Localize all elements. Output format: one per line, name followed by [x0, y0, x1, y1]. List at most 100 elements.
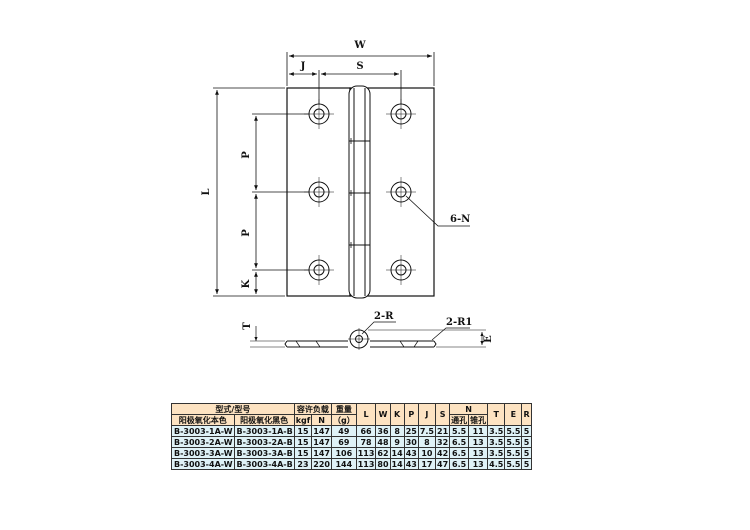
- cell-p: 30: [403, 436, 419, 448]
- subheader-through-hole: 通孔: [449, 414, 470, 426]
- leader-2-r: [361, 321, 396, 335]
- cell-l: 66: [355, 425, 377, 437]
- cell-j: 8: [417, 436, 437, 448]
- leader-6-n: [405, 195, 470, 227]
- label-holes: 6-N: [450, 214, 470, 225]
- cell-g: 144: [330, 458, 357, 470]
- cell-t: 3.5: [487, 436, 506, 448]
- header-t: T: [487, 403, 506, 426]
- cell-l: 113: [355, 458, 377, 470]
- cell-t: 3.5: [487, 425, 506, 437]
- header-s: S: [434, 403, 451, 426]
- label-p-upper: P: [241, 151, 252, 159]
- cell-g: 106: [330, 447, 357, 459]
- label-w: W: [353, 40, 366, 51]
- cell-black: B-3003-1A-B: [233, 425, 295, 437]
- hinge-knuckle: [348, 85, 371, 299]
- cell-kgf: 23: [293, 458, 313, 470]
- header-load: 容许负载: [293, 403, 332, 415]
- cell-black: B-3003-4A-B: [233, 458, 295, 470]
- cell-e: 5.5: [504, 447, 523, 459]
- cell-w: 48: [375, 436, 391, 448]
- subheader-g-unit: （g）: [330, 414, 357, 426]
- subheader-black: 阳极氧化黑色: [233, 414, 295, 426]
- cell-black: B-3003-2A-B: [233, 436, 295, 448]
- cell-n: 220: [311, 458, 332, 470]
- header-e: E: [504, 403, 523, 426]
- cell-w: 80: [375, 458, 391, 470]
- label-l: L: [201, 188, 212, 195]
- cell-w: 62: [375, 447, 391, 459]
- cell-k: 8: [389, 425, 405, 437]
- cell-natural: B-3003-4A-W: [171, 458, 235, 470]
- header-w: W: [375, 403, 391, 426]
- hole-mid-right: [386, 177, 416, 207]
- cell-kgf: 15: [293, 425, 313, 437]
- cell-e: 5.5: [504, 458, 523, 470]
- header-k: K: [389, 403, 405, 426]
- cell-w: 36: [375, 425, 391, 437]
- label-s: S: [356, 61, 363, 72]
- label-t: T: [242, 322, 253, 330]
- header-r: R: [521, 403, 532, 426]
- cell-n-counter: 13: [468, 436, 489, 448]
- cell-s: 21: [434, 425, 451, 437]
- cell-kgf: 15: [293, 447, 313, 459]
- header-model: 型式/型号: [171, 403, 295, 415]
- cell-j: 17: [417, 458, 437, 470]
- header-j: J: [417, 403, 437, 426]
- table-subheader-row: 阳极氧化本色 阳极氧化黑色 kgf N （g） 通孔 锥孔: [171, 414, 532, 426]
- cell-n-through: 6.5: [449, 458, 470, 470]
- cell-n-counter: 13: [468, 447, 489, 459]
- cell-r: 5: [521, 458, 532, 470]
- label-pin-radius: 2-R: [374, 311, 394, 322]
- cell-natural: B-3003-1A-W: [171, 425, 235, 437]
- cell-s: 32: [434, 436, 451, 448]
- subheader-n-unit: N: [311, 414, 332, 426]
- subheader-natural: 阳极氧化本色: [171, 414, 235, 426]
- leader-2-r1: [431, 327, 470, 341]
- cell-g: 69: [330, 436, 357, 448]
- dimension-labels: W J S L P P K 6-N T 2-R 2-R1 E: [201, 40, 494, 343]
- cell-n-through: 6.5: [449, 436, 470, 448]
- label-j: J: [300, 61, 306, 72]
- cell-n: 147: [311, 436, 332, 448]
- cell-p: 43: [403, 458, 419, 470]
- cell-n-counter: 11: [468, 425, 489, 437]
- hinge-technical-drawing: W J S L P P K 6-N T 2-R 2-R1 E: [201, 40, 494, 350]
- subheader-countersink: 锥孔: [468, 414, 489, 426]
- label-corner-radius: 2-R1: [446, 317, 472, 328]
- header-n: N: [449, 403, 489, 415]
- label-e: E: [483, 335, 494, 343]
- cell-r: 5: [521, 436, 532, 448]
- cell-k: 9: [389, 436, 405, 448]
- cell-s: 47: [434, 458, 451, 470]
- table-header-row: 型式/型号 容许负载 重量 L W K P J S N T E R: [171, 403, 532, 426]
- label-k: K: [241, 279, 252, 288]
- cell-natural: B-3003-2A-W: [171, 436, 235, 448]
- cell-n: 147: [311, 425, 332, 437]
- header-p: P: [403, 403, 419, 426]
- cell-l: 78: [355, 436, 377, 448]
- label-p-lower: P: [241, 229, 252, 237]
- cell-l: 113: [355, 447, 377, 459]
- hinge-side-view: [250, 321, 486, 350]
- hole-bottom-right: [386, 255, 416, 285]
- cell-n-counter: 13: [468, 458, 489, 470]
- cell-n: 147: [311, 447, 332, 459]
- cell-p: 25: [403, 425, 419, 437]
- cell-g: 49: [330, 425, 357, 437]
- cell-n-through: 6.5: [449, 447, 470, 459]
- hinge-front-view: [286, 85, 435, 299]
- cell-r: 5: [521, 447, 532, 459]
- cell-e: 5.5: [504, 436, 523, 448]
- cell-k: 14: [389, 447, 405, 459]
- cell-kgf: 15: [293, 436, 313, 448]
- cell-j: 7.5: [417, 425, 437, 437]
- cell-s: 42: [434, 447, 451, 459]
- cell-k: 14: [389, 458, 405, 470]
- cell-t: 3.5: [487, 447, 506, 459]
